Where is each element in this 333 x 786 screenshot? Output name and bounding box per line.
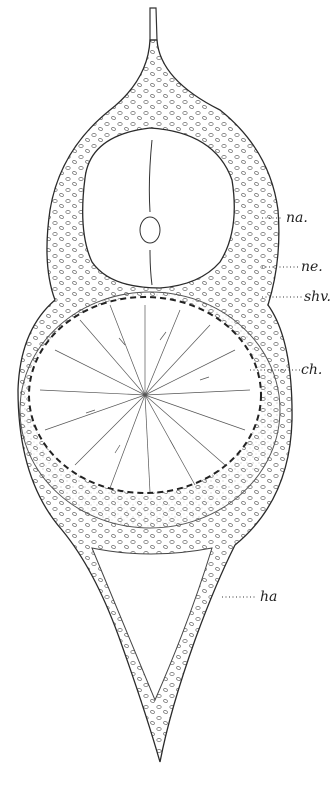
neural-canal <box>83 128 235 288</box>
label-shv: shv. <box>304 289 331 305</box>
label-ne: ne. <box>301 259 323 275</box>
label-ha: ha <box>260 589 277 605</box>
central-canal <box>140 217 160 243</box>
label-ch: ch. <box>301 362 322 378</box>
label-na: na. <box>286 210 308 226</box>
neural-spine-tip <box>150 8 157 40</box>
